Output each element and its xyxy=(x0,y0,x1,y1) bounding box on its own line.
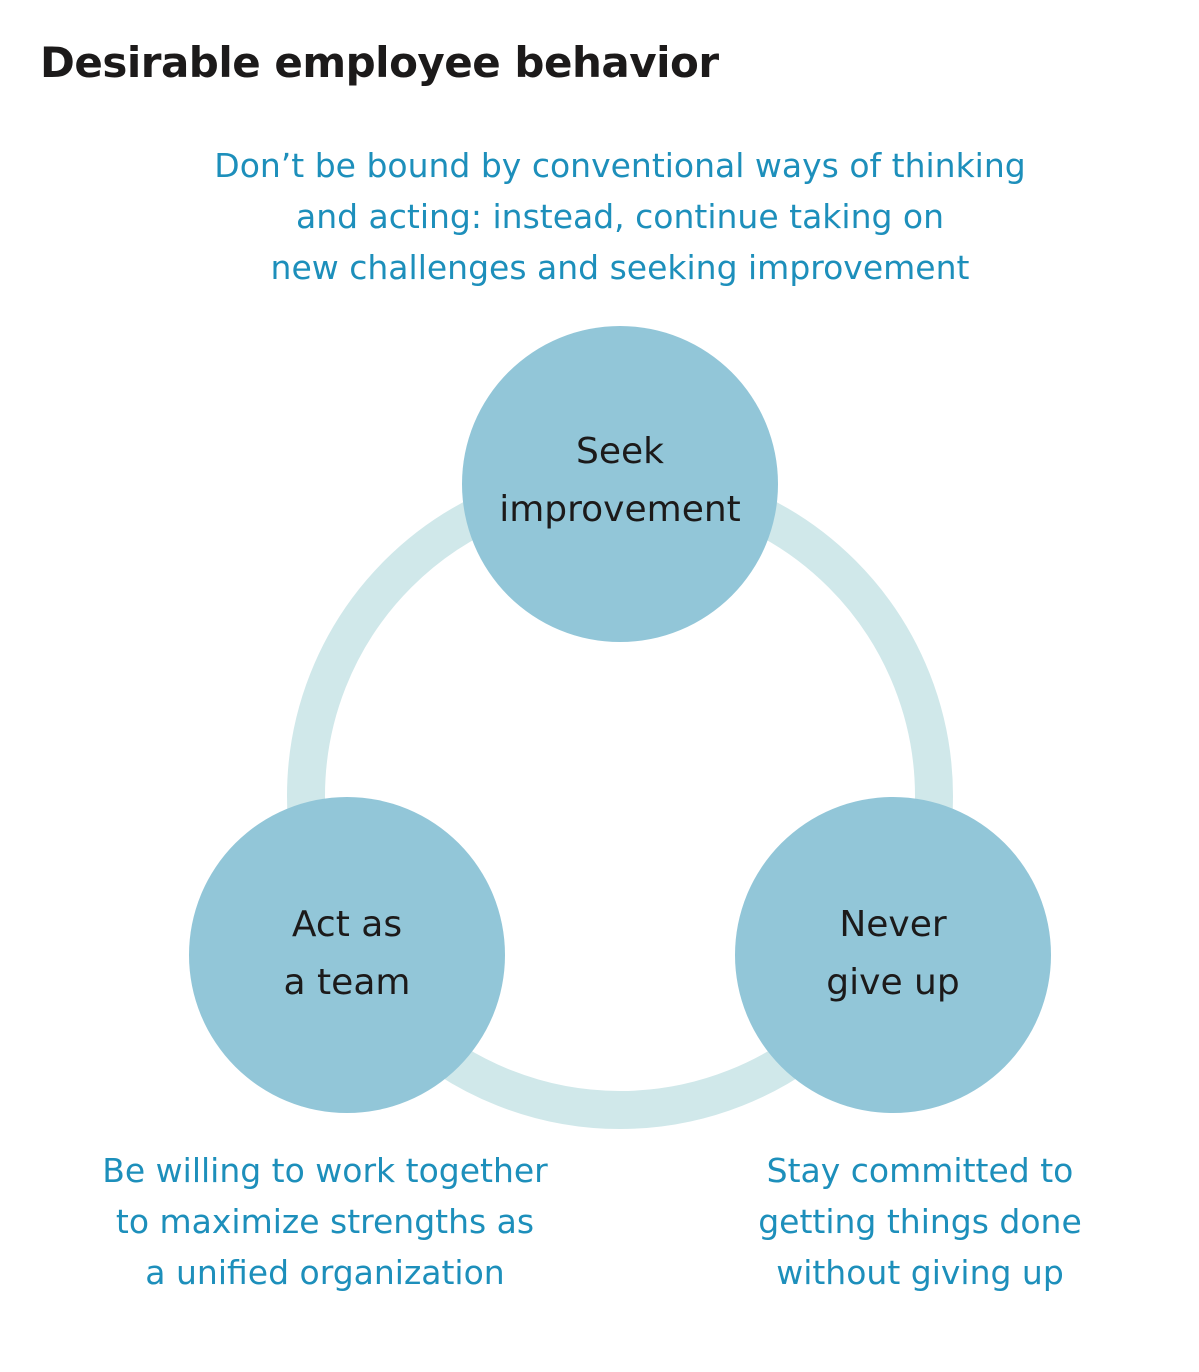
node-label-line: Act as xyxy=(292,904,402,945)
node-label-line: Seek xyxy=(576,431,664,472)
node-circle xyxy=(735,797,1051,1113)
node-seek-improvement: Seek improvement xyxy=(462,326,778,642)
caption-seek-improvement: Don’t be bound by conventional ways of t… xyxy=(214,146,1026,287)
node-act-as-team: Act as a team xyxy=(189,797,505,1113)
caption-never-give-up: Stay committed to getting things done wi… xyxy=(758,1151,1082,1292)
node-never-give-up: Never give up xyxy=(735,797,1051,1113)
diagram-title: Desirable employee behavior xyxy=(40,38,719,87)
caption-act-as-team: Be willing to work together to maximize … xyxy=(102,1151,548,1292)
node-label-line: improvement xyxy=(499,489,741,530)
node-label-line: give up xyxy=(826,962,959,1003)
node-circle xyxy=(462,326,778,642)
node-label-line: Never xyxy=(839,904,947,945)
node-label-line: a team xyxy=(284,962,411,1003)
node-circle xyxy=(189,797,505,1113)
